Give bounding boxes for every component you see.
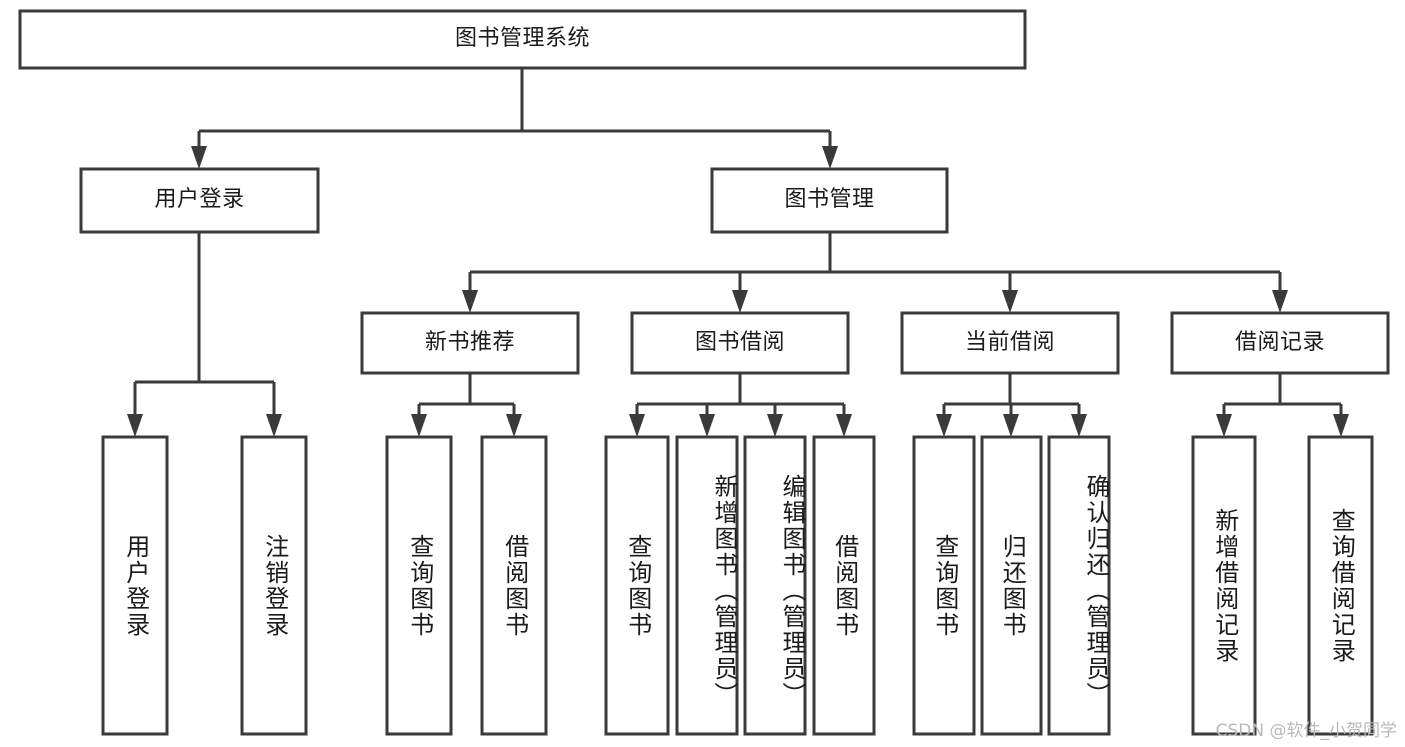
node-box-borrow-record[interactable]	[1170, 311, 1390, 375]
node-box-leaf-query-book-3[interactable]	[912, 435, 976, 736]
arrow-head-leaf-query-book-1	[411, 414, 427, 437]
arrow-head-leaf-query-book-2	[629, 414, 645, 437]
arrow-head-leaf-borrow-book-2	[836, 414, 852, 437]
arrow-head-book-borrow	[732, 290, 748, 313]
arrow-head-user-login	[191, 146, 207, 169]
arrow-head-leaf-query-borrow-record	[1333, 414, 1349, 437]
node-box-leaf-return-book[interactable]	[980, 435, 1043, 736]
arrow-head-book-management	[822, 146, 838, 169]
arrow-head-current-borrow	[1002, 290, 1018, 313]
node-box-leaf-add-book[interactable]	[675, 435, 739, 736]
arrow-head-new-book-recommend	[462, 290, 478, 313]
arrow-head-leaf-add-borrow-record	[1216, 414, 1232, 437]
connector-group-book-borrow	[629, 373, 852, 437]
connector-group-book-management	[462, 232, 1288, 313]
arrow-head-leaf-borrow-book-1	[506, 414, 522, 437]
arrow-head-leaf-user-login	[127, 414, 143, 437]
arrow-head-leaf-logout-login	[266, 414, 282, 437]
node-box-leaf-add-borrow-record[interactable]	[1191, 435, 1257, 736]
node-box-root[interactable]	[18, 9, 1027, 70]
node-box-book-borrow[interactable]	[630, 311, 850, 375]
node-box-leaf-borrow-book-2[interactable]	[812, 435, 876, 736]
node-box-book-management[interactable]	[710, 167, 949, 234]
arrow-head-leaf-edit-book	[767, 414, 783, 437]
connector-group-borrow-record	[1216, 373, 1349, 437]
node-box-current-borrow[interactable]	[900, 311, 1120, 375]
arrow-head-borrow-record	[1272, 290, 1288, 313]
connector-group-user-login	[127, 232, 282, 437]
node-box-leaf-query-borrow-record[interactable]	[1307, 435, 1374, 736]
connector-group-current-borrow	[936, 373, 1087, 437]
node-box-leaf-user-login[interactable]	[101, 435, 169, 736]
arrow-head-leaf-confirm-return	[1071, 414, 1087, 437]
node-box-leaf-edit-book[interactable]	[743, 435, 807, 736]
node-box-user-login[interactable]	[79, 167, 320, 234]
node-box-new-book-recommend[interactable]	[360, 311, 580, 375]
connector-group-root	[191, 68, 838, 169]
connector-group-new-book-recommend	[411, 373, 522, 437]
node-box-leaf-query-book-1[interactable]	[385, 435, 453, 736]
node-box-leaf-logout-login[interactable]	[240, 435, 308, 736]
arrow-head-leaf-return-book	[1003, 414, 1019, 437]
node-box-leaf-confirm-return[interactable]	[1047, 435, 1111, 736]
node-box-leaf-query-book-2[interactable]	[604, 435, 670, 736]
node-box-leaf-borrow-book-1[interactable]	[480, 435, 548, 736]
arrow-head-leaf-add-book	[699, 414, 715, 437]
arrow-head-leaf-query-book-3	[936, 414, 952, 437]
